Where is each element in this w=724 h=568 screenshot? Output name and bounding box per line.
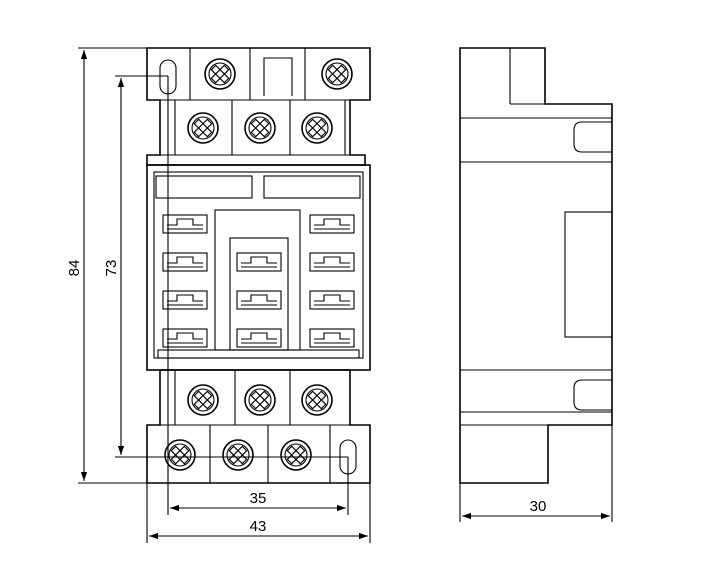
screw-terminals xyxy=(164,58,353,471)
dim-depth: 30 xyxy=(530,498,547,515)
dim-total-width: 43 xyxy=(250,518,267,535)
dimension-lines: 84 73 35 43 30 xyxy=(66,47,613,543)
screw-terminal-icon xyxy=(321,58,353,90)
socket-contact-icon xyxy=(309,328,355,348)
screw-terminal-icon xyxy=(164,439,196,471)
screw-terminal-icon xyxy=(280,439,312,471)
socket-contact-icon xyxy=(236,252,282,272)
socket-contact-icon xyxy=(236,290,282,310)
screw-terminal-icon xyxy=(204,58,236,90)
screw-terminal-icon xyxy=(187,384,219,416)
top-clip xyxy=(263,57,293,96)
screw-terminal-icon xyxy=(244,384,276,416)
socket-contact-icon xyxy=(162,214,208,234)
screw-terminal-icon xyxy=(301,384,333,416)
label-window-right xyxy=(263,175,361,199)
socket-contact-icon xyxy=(236,328,282,348)
screw-terminal-icon xyxy=(301,112,333,144)
dim-mount-width: 35 xyxy=(250,490,267,507)
socket-contact-icon xyxy=(162,328,208,348)
screw-terminal-icon xyxy=(244,112,276,144)
socket-contact-icon xyxy=(162,290,208,310)
socket-contact-icon xyxy=(309,290,355,310)
socket-contact-icon xyxy=(309,252,355,272)
socket-contacts xyxy=(162,214,355,348)
dim-total-height: 84 xyxy=(66,260,83,277)
dim-mount-height: 73 xyxy=(103,260,120,277)
socket-contact-icon xyxy=(162,252,208,272)
screw-terminal-icon xyxy=(222,439,254,471)
socket-contact-icon xyxy=(309,214,355,234)
side-view xyxy=(459,47,613,484)
label-window-left xyxy=(155,175,253,199)
side-view-outline xyxy=(459,47,613,484)
side-window xyxy=(564,211,613,338)
screw-terminal-icon xyxy=(187,112,219,144)
front-view xyxy=(146,47,371,484)
